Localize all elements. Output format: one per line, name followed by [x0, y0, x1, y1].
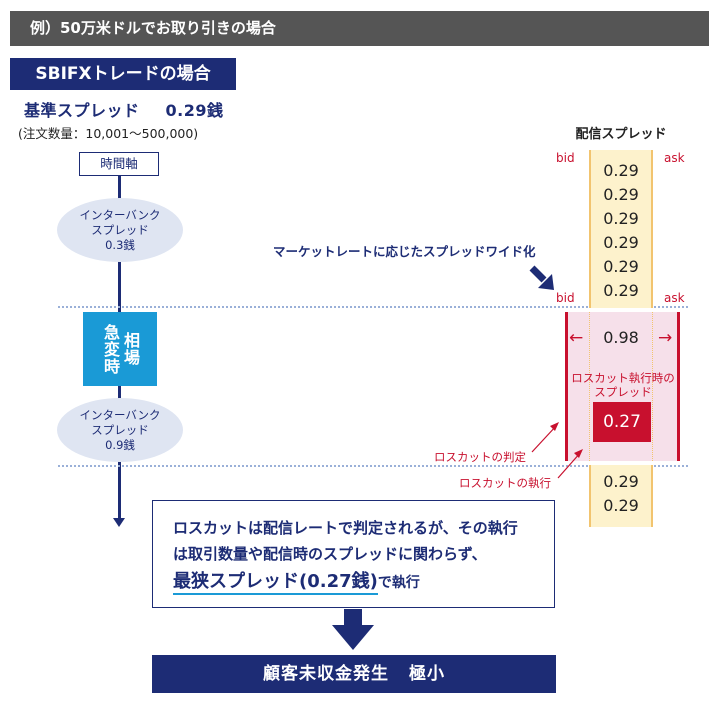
losscut-judgement-label: ロスカットの判定 — [434, 450, 526, 464]
surge-end-divider — [58, 465, 688, 467]
bid-boundary-line — [565, 312, 568, 461]
summary-line3: 最狭スプレッド(0.27銭)で執行 — [173, 567, 420, 595]
losscut-spread-value: 0.27 — [593, 402, 651, 442]
spread-value: 0.29 — [603, 257, 639, 276]
spread-value: 0.29 — [603, 161, 639, 180]
spread-column-after — [589, 465, 653, 527]
bubble-line: スプレッド — [91, 422, 149, 437]
widen-left-arrow-icon: ← — [569, 328, 584, 348]
wide-spread-value: 0.98 — [603, 328, 639, 347]
losscut-spread-label-line1: ロスカット執行時の — [571, 371, 675, 385]
summary-emphasis: 最狭スプレッド(0.27銭) — [173, 571, 378, 595]
time-axis-label: 時間軸 — [79, 152, 159, 176]
surge-label-col1: 相場 — [121, 332, 140, 366]
spread-value: 0.29 — [603, 281, 639, 300]
losscut-spread-label-line2: スプレッド — [594, 385, 652, 399]
base-spread-label: 基準スプレッド — [24, 101, 140, 120]
losscut-execution-label: ロスカットの執行 — [459, 476, 551, 490]
bubble-line: スプレッド — [91, 222, 149, 237]
surge-start-divider — [58, 306, 688, 308]
summary-line2: は取引数量や配信時のスプレッドに関わらず、 — [173, 545, 487, 563]
widen-right-arrow-icon: → — [658, 328, 673, 348]
spread-value: 0.29 — [603, 185, 639, 204]
bid-label-wide: bid — [556, 291, 575, 305]
surge-label-col2: 急変時 — [101, 323, 120, 375]
ask-label-top: ask — [664, 151, 685, 165]
order-quantity-note: (注文数量：10,001〜500,000) — [18, 126, 199, 141]
interbank-spread-bubble-surge: インターバンク スプレッド 0.9銭 — [57, 398, 183, 462]
bubble-line: インターバンク — [79, 207, 161, 222]
distributed-spread-title: 配信スプレッド — [575, 127, 667, 142]
result-banner: 顧客未収金発生極小 — [152, 655, 556, 693]
spread-column-normal — [589, 150, 653, 308]
bubble-line: 0.9銭 — [105, 437, 135, 452]
bid-label-top: bid — [556, 151, 575, 165]
bubble-line: インターバンク — [79, 407, 161, 422]
spread-value: 0.29 — [603, 209, 639, 228]
result-text: 顧客未収金発生 — [263, 664, 389, 684]
header-bar: 例）50万米ドルでお取り引きの場合 — [10, 11, 709, 46]
judge-pointer-arrow-icon — [531, 422, 559, 453]
base-spread: 基準スプレッド 0.29銭 — [24, 97, 224, 121]
spread-widening-label: マーケットレートに応じたスプレッドワイド化 — [273, 244, 536, 259]
result-emphasis: 極小 — [409, 664, 445, 684]
base-spread-guide — [589, 312, 653, 461]
interbank-spread-bubble-normal: インターバンク スプレッド 0.3銭 — [57, 198, 183, 262]
widening-arrow-icon — [529, 265, 554, 290]
header-title: 例）50万米ドルでお取り引きの場合 — [30, 19, 276, 37]
losscut-spread-label: ロスカット執行時の スプレッド — [569, 371, 677, 399]
spread-value: 0.29 — [603, 472, 639, 491]
section-title: SBIFXトレードの場合 — [10, 58, 236, 90]
ask-boundary-line — [677, 312, 680, 461]
spread-value: 0.29 — [603, 233, 639, 252]
summary-tail: で執行 — [377, 575, 420, 591]
base-spread-value: 0.29銭 — [165, 101, 224, 120]
spread-value: 0.29 — [603, 496, 639, 515]
result-down-arrow-icon — [332, 609, 374, 650]
bubble-line: 0.3銭 — [105, 237, 135, 252]
time-axis-arrow-icon — [113, 518, 125, 527]
ask-label-wide: ask — [664, 291, 685, 305]
summary-line1: ロスカットは配信レートで判定されるが、その執行 — [173, 519, 518, 537]
exec-pointer-arrow-icon — [557, 449, 583, 479]
summary-box: ロスカットは配信レートで判定されるが、その執行 は取引数量や配信時のスプレッドに… — [152, 500, 555, 608]
market-surge-box: 急変時 相場 — [83, 312, 157, 386]
